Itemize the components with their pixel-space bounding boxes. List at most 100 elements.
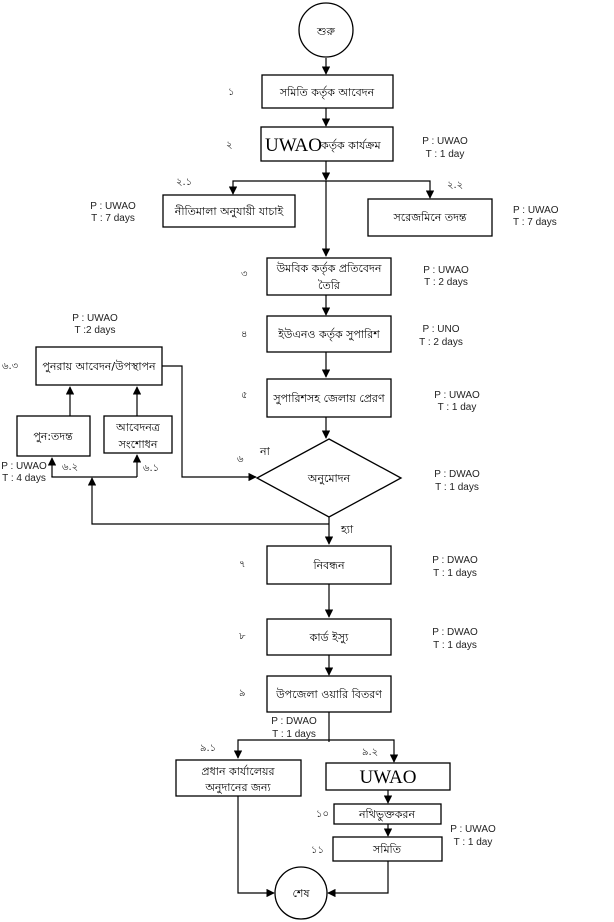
time: T : 1 days (433, 640, 477, 651)
step-9: ৯ উপজেলা ওয়ারি বিতরণ P : DWAO T : 1 day… (239, 675, 392, 740)
step-2: ২ UWAO কর্তৃক কার্যক্রম P : UWAO T : 1 d… (226, 126, 468, 162)
step-number: ৪ (241, 329, 248, 340)
step-number: ৩ (241, 269, 248, 280)
step-label: নথিভুক্তকরন (358, 808, 415, 821)
person: P : DWAO (432, 627, 478, 638)
step-number: ৯.১ (200, 743, 216, 754)
step-label-en: UWAO (265, 135, 322, 156)
step-label-line1: আবেদনত্র (115, 421, 161, 434)
person: P : UWAO (513, 205, 559, 216)
arrow-to-2-1 (228, 180, 326, 195)
step-label: নিবন্ধন (312, 559, 345, 572)
arrow-to-9-2 (329, 739, 399, 763)
step-number: ৯.২ (362, 747, 378, 758)
step-label: উপজেলা ওয়ারি বিতরণ (275, 688, 382, 701)
step-label: নীতিমালা অনুযায়ী যাচাই (174, 205, 285, 218)
step-label: কার্ড ইস্যু (309, 631, 349, 644)
rework-6-2: পুন:তদন্ত ৬.২ P : UWAO T : 4 days (1, 415, 91, 484)
step-number: ৮ (239, 631, 246, 642)
step-label: সমিতি (372, 843, 402, 856)
step-1: ১ সমিতি কর্তৃক আবেদন (228, 74, 394, 109)
step-number: ৫ (241, 390, 248, 401)
time: T : 2 days (424, 277, 468, 288)
end-node: শেষ (274, 866, 328, 920)
step-number: ৬.১ (143, 463, 159, 474)
arrow-9-1-to-end (237, 796, 275, 898)
step-4: ৪ ইউএনও কর্তৃক সুপারিশ P : UNO T : 2 day… (241, 315, 463, 353)
step-label: UWAO (360, 767, 417, 788)
person: P : DWAO (432, 555, 478, 566)
person: P : UWAO (90, 201, 136, 212)
step-number: ২.২ (447, 180, 463, 191)
step-6-decision: ৬ না অনুমোদন হ্যা P : DWAO T : 1 days (237, 438, 480, 536)
step-number: ১০ (316, 809, 329, 820)
no-label: না (259, 445, 271, 458)
arrow-to-9-1 (233, 739, 329, 759)
arrow-6-3-to-6 (162, 365, 257, 482)
step-label-line1: প্রধান কার্যালেয়র (201, 765, 275, 778)
step-number: ৭ (239, 559, 246, 570)
rework-split (51, 476, 137, 478)
time: T : 4 days (2, 473, 46, 484)
step-number: ১১ (311, 845, 324, 856)
step-label: ইউএনও কর্তৃক সুপারিশ (277, 328, 380, 341)
time: T : 1 days (435, 482, 479, 493)
step-label: পুনরায় আবেদন/উপস্থাপন (42, 360, 156, 373)
step-label-line2: তৈরি (318, 279, 341, 292)
person: P : UWAO (422, 136, 468, 147)
person: P : UWAO (434, 390, 480, 401)
end-label: শেষ (292, 887, 310, 900)
step-label: পুন:তদন্ত (33, 430, 73, 443)
rework-6-1: আবেদনত্র সংশোধন ৬.১ (103, 415, 173, 474)
step-5: ৫ সুপারিশসহ জেলায় প্রেরণ P : UWAO T : 1… (241, 378, 480, 418)
step-number: ২.১ (176, 177, 192, 188)
step-2-2: ২.২ সরেজমিনে তদন্ত P : UWAO T : 7 days (367, 180, 559, 237)
person: P : DWAO (434, 469, 480, 480)
time: T : 2 days (419, 337, 463, 348)
step-number: ৯ (239, 688, 246, 699)
start-node: শুরু (298, 2, 354, 58)
step-label-line1: উমবিক কর্তৃক প্রতিবেদন (276, 262, 382, 275)
arrow-to-2-2 (326, 180, 435, 199)
arrow-11-to-end (327, 861, 389, 898)
person: P : DWAO (271, 716, 317, 727)
time: T :2 days (75, 325, 116, 336)
time: T : 1 day (426, 149, 465, 160)
step-number: ৬.২ (62, 462, 78, 473)
connectors (47, 58, 435, 898)
step-9-2: ৯.২ UWAO (325, 747, 451, 791)
step-9-1: ৯.১ প্রধান কার্যালেয়র অনুদানের জন্য (175, 743, 302, 797)
step-number: ২ (226, 140, 233, 151)
step-7: ৭ নিবন্ধন P : DWAO T : 1 days (239, 545, 478, 585)
person: P : UWAO (423, 265, 469, 276)
step-label: সরেজমিনে তদন্ত (393, 211, 467, 224)
step-8: ৮ কার্ড ইস্যু P : DWAO T : 1 days (239, 618, 478, 656)
time: T : 1 days (272, 729, 316, 740)
step-number: ১ (228, 87, 235, 98)
person: P : UWAO (450, 824, 496, 835)
person: P : UNO (422, 324, 459, 335)
yes-label: হ্যা (340, 523, 354, 536)
time: T : 1 days (433, 568, 477, 579)
time: T : 7 days (91, 213, 135, 224)
step-label: সমিতি কর্তৃক আবেদন (279, 86, 375, 99)
time: T : 7 days (513, 217, 557, 228)
step-2-1: ২.১ নীতিমালা অনুযায়ী যাচাই P : UWAO T :… (90, 177, 296, 228)
step-number: ৬ (237, 454, 244, 465)
rework-6-3: ৬.৩ পুনরায় আবেদন/উপস্থাপন P : UWAO T :2… (2, 313, 163, 386)
arrow-6-no-to-rework (87, 477, 329, 525)
step-label-line2: অনুদানের জন্য (204, 781, 271, 794)
step-11: ১১ সমিতি (311, 836, 443, 862)
start-label: শুরু (316, 25, 335, 38)
step-label: সুপারিশসহ জেলায় প্রেরণ (272, 392, 385, 405)
person: P : UWAO (72, 313, 118, 324)
time: T : 1 day (454, 837, 493, 848)
step-number: ৬.৩ (2, 361, 19, 372)
time: T : 1 day (438, 402, 477, 413)
step-3: ৩ উমবিক কর্তৃক প্রতিবেদন তৈরি P : UWAO T… (241, 257, 469, 296)
step-label: অনুমোদন (307, 472, 351, 485)
step-label: কর্তৃক কার্যক্রম (320, 139, 382, 152)
step-10: ১০ নথিভুক্তকরন P : UWAO T : 1 day (316, 803, 496, 848)
step-label-line2: সংশোধন (118, 438, 158, 451)
